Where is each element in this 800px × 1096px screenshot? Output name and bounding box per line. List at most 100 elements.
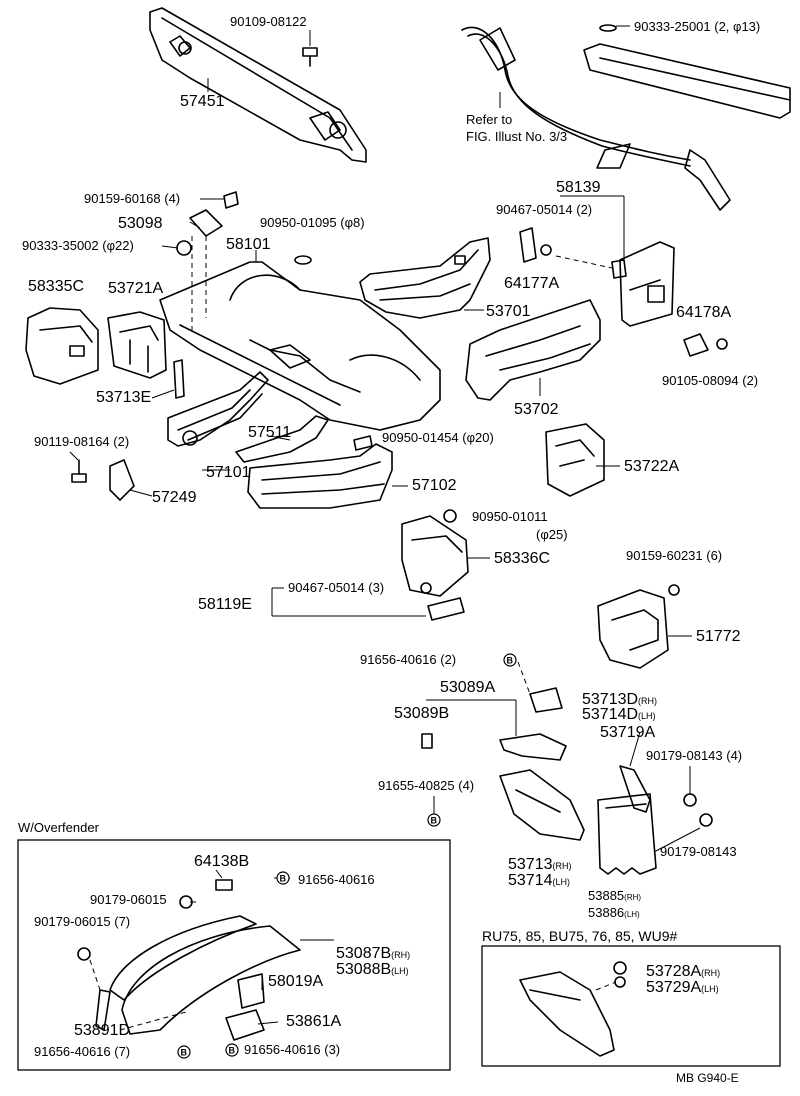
part-53702-drawing xyxy=(465,299,601,401)
label-90109-08122: 90109-08122 xyxy=(230,14,307,29)
label-90179-06015-7: 90179-06015 (7) xyxy=(34,914,130,929)
label-53713: 53713(RH) xyxy=(508,856,572,873)
label-90950-01011: 90950-01011 xyxy=(472,509,548,524)
label-90159-60168: 90159-60168 (4) xyxy=(84,191,180,206)
part-53098-drawing xyxy=(176,191,239,330)
screw-90109-08122 xyxy=(302,30,318,67)
part-58335C-drawing xyxy=(25,307,99,385)
label-53891D: 53891D xyxy=(74,1022,130,1039)
part-53722A-drawing xyxy=(545,423,605,497)
label-53087B: 53087B(RH) xyxy=(336,945,410,962)
label-91656-40616-2: 91656-40616 (2) xyxy=(360,652,456,667)
label-90333-25001: 90333-25001 (2, φ13) xyxy=(634,19,760,34)
bolt-marker-icon: B xyxy=(177,1045,191,1059)
label-53701: 53701 xyxy=(486,303,531,320)
label-58335C: 58335C xyxy=(28,278,84,295)
label-57451: 57451 xyxy=(180,93,225,110)
label-53713E: 53713E xyxy=(96,389,151,406)
label-53728A: 53728A(RH) xyxy=(646,963,720,980)
label-90179-06015: 90179-06015 xyxy=(90,892,167,907)
label-58119E: 58119E xyxy=(198,596,252,613)
label-91656-40616: 91656-40616 xyxy=(298,872,375,887)
part-57102-drawing xyxy=(247,435,393,509)
variant-drawing xyxy=(519,961,627,1057)
label-53098: 53098 xyxy=(118,215,163,232)
part-53713-drawing xyxy=(499,765,713,841)
label-53714D: 53714D(LH) xyxy=(582,706,656,723)
label-64138B: 64138B xyxy=(194,853,249,870)
part-58101-drawing xyxy=(159,250,441,431)
label-91656-40616-3: 91656-40616 (3) xyxy=(244,1042,340,1057)
overfender-drawing xyxy=(77,879,301,1041)
label-90467-05014-3: 90467-05014 (3) xyxy=(288,580,384,595)
part-53713E-drawing xyxy=(173,359,185,399)
part-58119E-drawing xyxy=(271,582,465,621)
label-53729A: 53729A(LH) xyxy=(646,979,719,996)
label-53088B: 53088B(LH) xyxy=(336,961,409,978)
label-91655-40825: 91655-40825 (4) xyxy=(378,778,474,793)
part-53721A-drawing xyxy=(107,311,167,379)
refer-note-line2: FIG. Illust No. 3/3 xyxy=(466,129,567,144)
label-51772: 51772 xyxy=(696,628,741,645)
label-53722A: 53722A xyxy=(624,458,679,475)
label-90179-08143: 90179-08143 xyxy=(660,844,737,859)
svg-text:B: B xyxy=(507,656,514,666)
part-58336C-drawing xyxy=(401,509,469,597)
bolt-marker-icon: B xyxy=(427,813,441,827)
label-53702: 53702 xyxy=(514,401,559,418)
part-58139-drawing xyxy=(519,195,627,279)
label-53089A: 53089A xyxy=(440,679,495,696)
label-90950-01095: 90950-01095 (φ8) xyxy=(260,215,365,230)
svg-text:B: B xyxy=(181,1048,188,1058)
label-53714: 53714(LH) xyxy=(508,872,570,889)
label-58336C: 58336C xyxy=(494,550,550,567)
variant-box xyxy=(481,945,781,1067)
label-90159-60231: 90159-60231 (6) xyxy=(626,548,722,563)
label-90950-01454: 90950-01454 (φ20) xyxy=(382,430,494,445)
label-64178A: 64178A xyxy=(676,304,731,321)
part-57249-drawing xyxy=(71,459,135,501)
bolt-marker-icon: B xyxy=(225,1043,239,1057)
label-58139: 58139 xyxy=(556,179,601,196)
overfender-box xyxy=(17,839,451,1071)
label-90179-08143-4: 90179-08143 (4) xyxy=(646,748,742,763)
diagram-code: MB G940-E xyxy=(676,1071,739,1085)
label-90333-35002: 90333-35002 (φ22) xyxy=(22,238,134,253)
leader-lines xyxy=(69,198,701,1025)
label-64177A: 64177A xyxy=(504,275,559,292)
overfender-title: W/Overfender xyxy=(18,820,100,835)
bolt-marker-icon: B xyxy=(276,871,290,885)
label-58101: 58101 xyxy=(226,236,271,253)
label-53089B: 53089B xyxy=(394,705,449,722)
label-53885: 53885(RH) xyxy=(588,888,641,903)
label-57249: 57249 xyxy=(152,489,197,506)
label-53713D: 53713D(RH) xyxy=(582,691,657,708)
part-57101-drawing xyxy=(167,371,269,447)
label-53719A: 53719A xyxy=(600,724,655,741)
part-64178A-drawing xyxy=(619,241,728,357)
part-53885-drawing xyxy=(597,793,657,875)
part-57451-drawing xyxy=(149,7,367,163)
part-57511-drawing xyxy=(235,415,329,463)
label-phi25: (φ25) xyxy=(536,527,568,542)
labels: 90109-08122 57451 90333-25001 (2, φ13) R… xyxy=(18,14,760,1085)
bolt-markers: B B B B B xyxy=(177,653,517,1059)
svg-text:B: B xyxy=(280,874,287,884)
label-91656-40616-7: 91656-40616 (7) xyxy=(34,1044,130,1059)
wire-harness-drawing xyxy=(461,26,731,211)
label-90467-05014-2: 90467-05014 (2) xyxy=(496,202,592,217)
part-53701-drawing xyxy=(359,237,491,319)
label-53861A: 53861A xyxy=(286,1013,341,1030)
svg-text:B: B xyxy=(229,1046,236,1056)
part-53089-drawing xyxy=(421,661,567,761)
label-53886: 53886(LH) xyxy=(588,905,640,920)
label-90105-08094: 90105-08094 (2) xyxy=(662,373,758,388)
part-51772-drawing xyxy=(597,584,680,669)
refer-note-line1: Refer to xyxy=(466,112,512,127)
label-57102: 57102 xyxy=(412,477,457,494)
label-57101: 57101 xyxy=(206,464,251,481)
label-57511: 57511 xyxy=(248,424,291,441)
variant-title: RU75, 85, BU75, 76, 85, WU9# xyxy=(482,928,678,944)
